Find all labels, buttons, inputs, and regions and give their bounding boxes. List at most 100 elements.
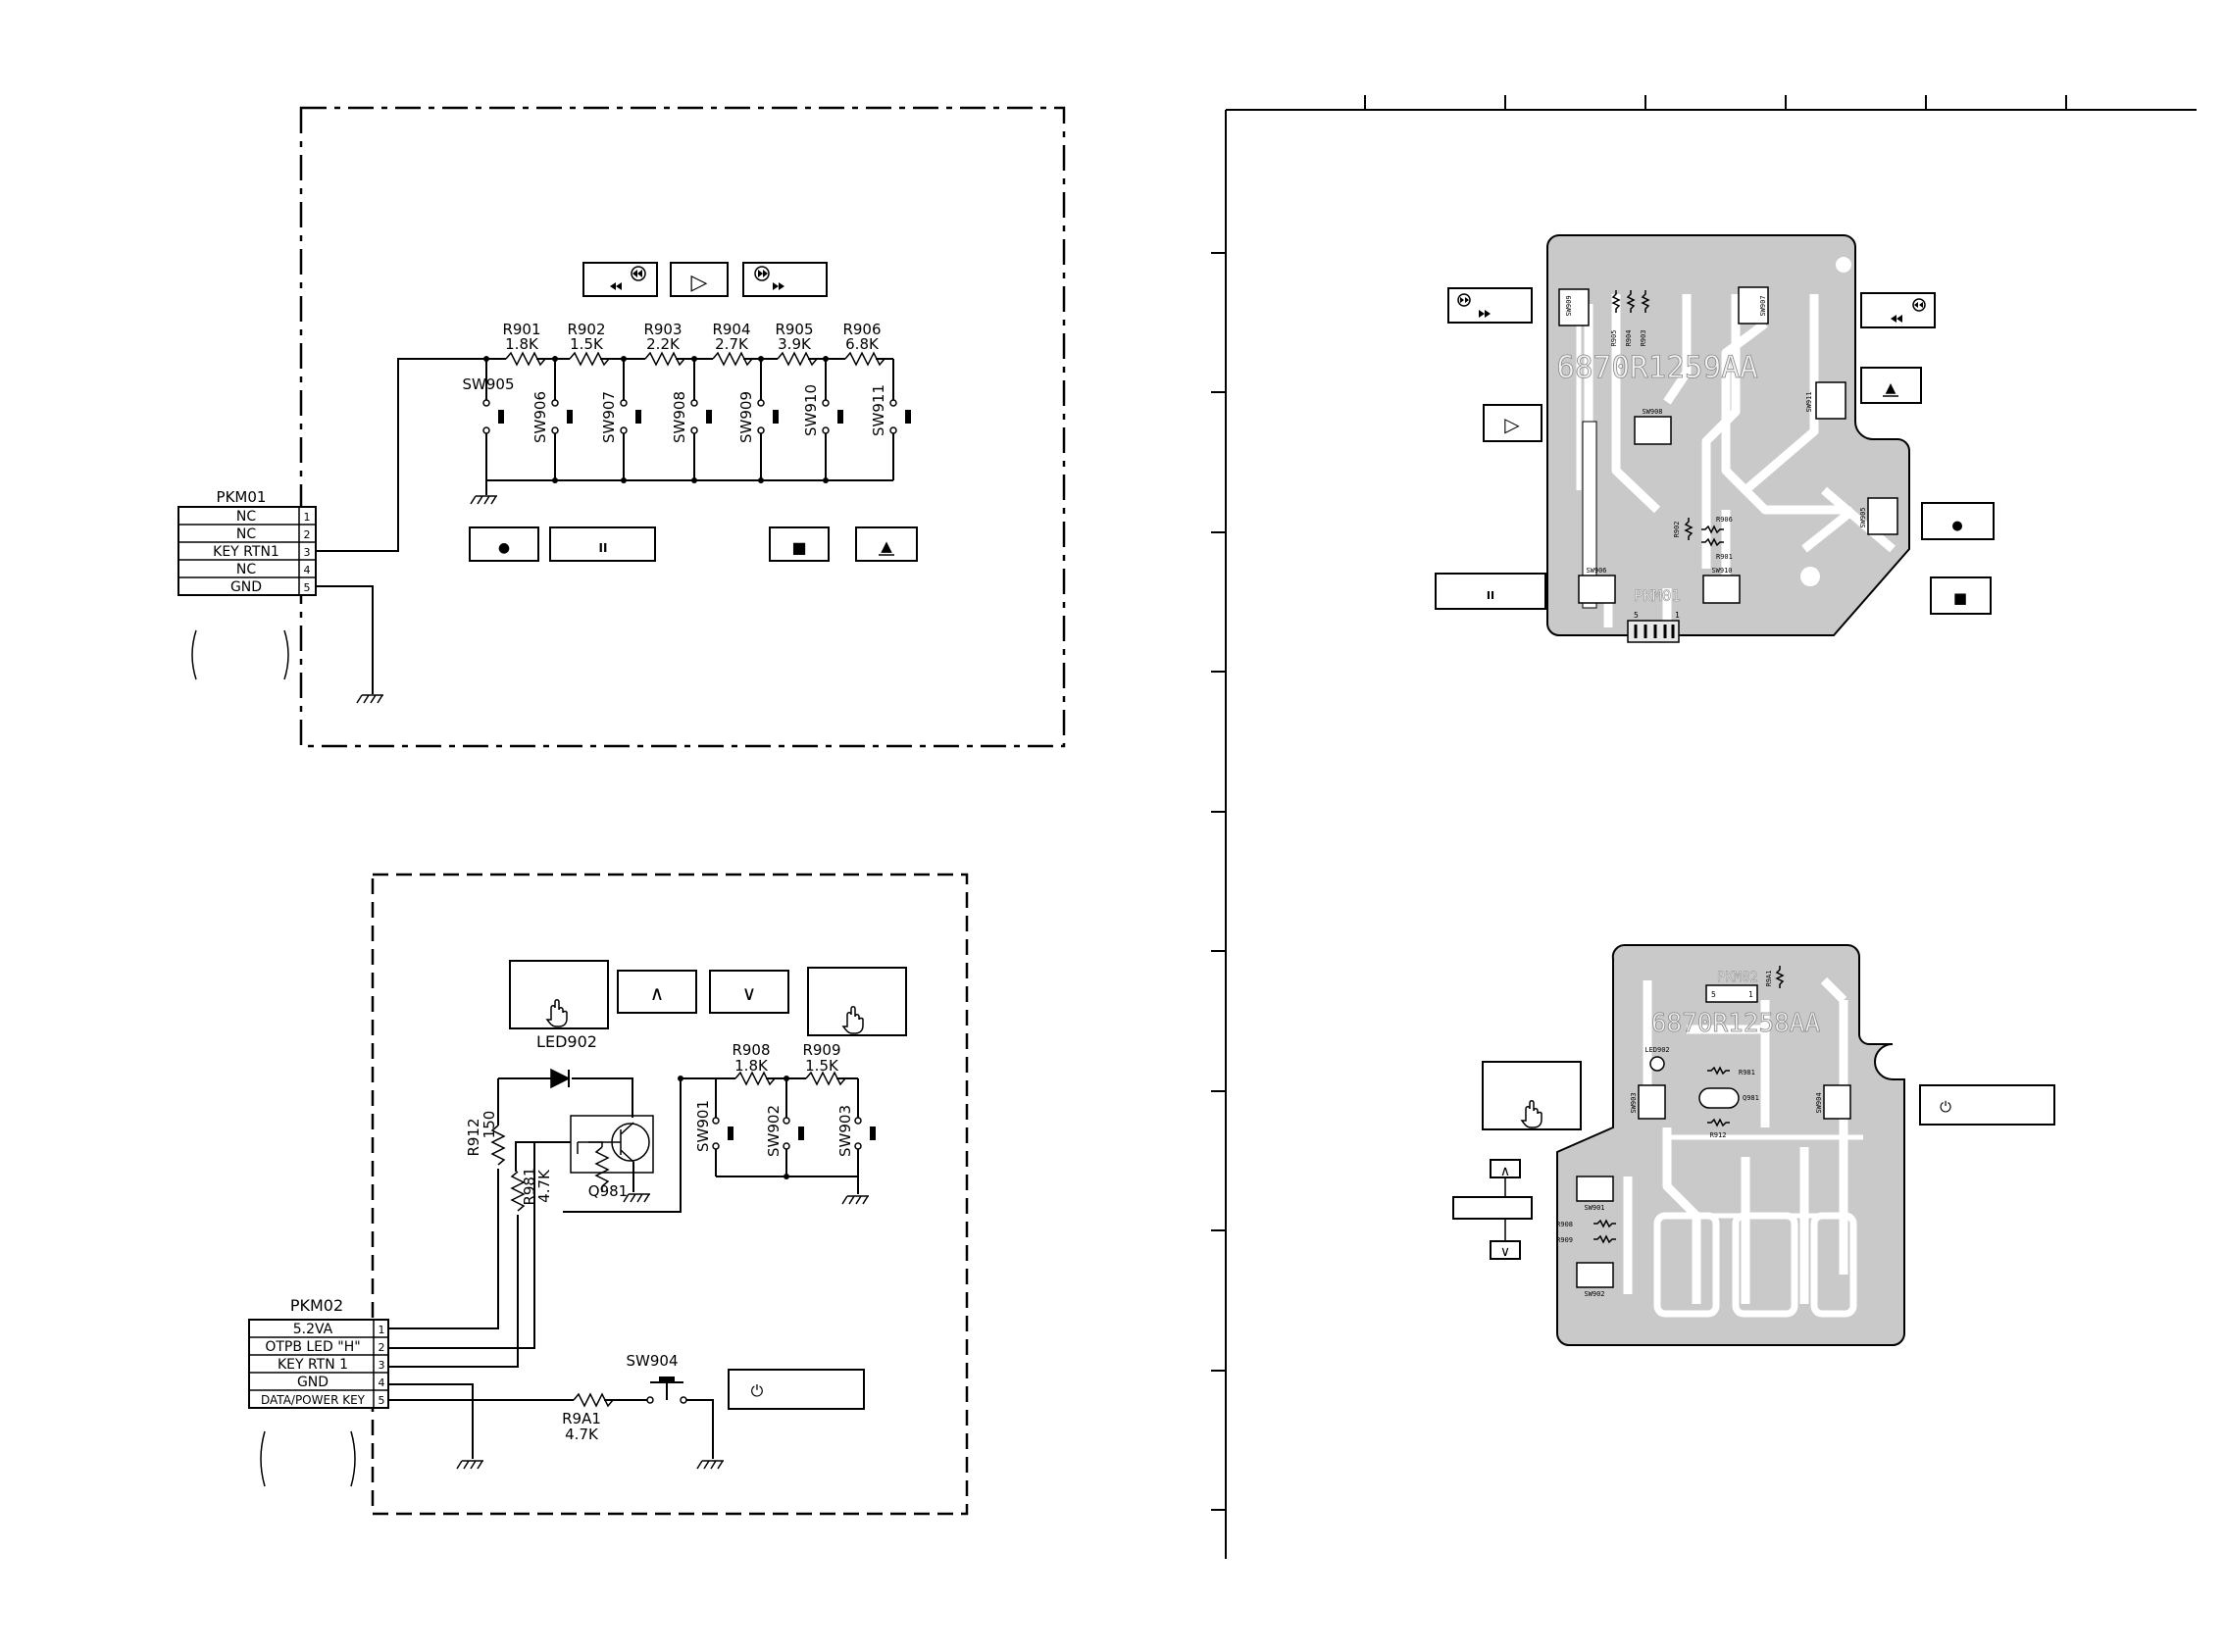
resistor-value: 4.7K (535, 1169, 553, 1203)
led-footprint (1649, 1056, 1665, 1072)
resistor-value: 1.5K (570, 335, 604, 353)
resistor-ref: R909 (802, 1041, 840, 1059)
stop-icon: ■ (791, 538, 806, 557)
key-up-box: ∧ (617, 970, 697, 1014)
pin-number: 2 (379, 1341, 385, 1354)
pin-number: 5 (304, 581, 311, 594)
pin-label: GND (230, 579, 262, 595)
switch-label: SW903 (836, 1105, 854, 1157)
pcb-label: SW910 (1711, 567, 1732, 575)
pcb-label: R904 (1625, 330, 1633, 347)
connector-label: PKM02 (290, 1296, 343, 1315)
pcb-label: R906 (1716, 516, 1733, 524)
pcb-top: 6870R1259AA PKM01 5 1 SW909 R905 R904 R9… (1546, 234, 1910, 643)
switch-label: SW908 (671, 391, 688, 443)
pin-number: 4 (304, 564, 311, 576)
key-hand-box-1 (509, 960, 609, 1029)
pin-label: NC (236, 526, 256, 542)
pin-label: 5.2VA (293, 1322, 333, 1337)
pin-label: GND (297, 1375, 329, 1390)
switch-label: SW910 (802, 384, 820, 436)
pcb-label: Q981 (1743, 1094, 1759, 1102)
resistor-value: 1.8K (734, 1057, 769, 1075)
key-down-box: ∨ (709, 970, 789, 1014)
key-play-box: ▷ (670, 262, 729, 297)
resistor-value: 1.8K (505, 335, 539, 353)
schematic-top: ▷ R901 1.8K R902 1.5K R903 2.2K R904 2.7… (177, 106, 1066, 748)
switch-label: SW907 (600, 391, 618, 443)
resistor-value: 1.5K (805, 1057, 839, 1075)
resistor-ref: R902 (567, 321, 605, 338)
pcb-connector-label: PKM02 (1717, 970, 1758, 985)
resistor-ref: R903 (643, 321, 682, 338)
pcb-label: SW904 (1815, 1092, 1823, 1113)
pause-icon: II (599, 541, 608, 555)
pcb-key-fast-forward (1447, 287, 1533, 324)
pin-label: OTPB LED "H" (265, 1339, 360, 1355)
resistor-value: 6.8K (845, 335, 880, 353)
resistor-ref: R912 (465, 1118, 482, 1156)
pcb-key-record: ● (1921, 502, 1995, 540)
pin-number: 1 (379, 1324, 385, 1336)
pcb-key-eject: ▲ (1860, 367, 1922, 404)
switch-label: SW901 (694, 1100, 712, 1152)
switch-label: SW906 (531, 391, 549, 443)
key-power-box: ⏻ (728, 1369, 865, 1410)
connector-label: PKM01 (217, 488, 267, 506)
key-hand-box-2 (807, 967, 907, 1036)
pin-number: 5 (379, 1394, 385, 1407)
hand-icon (545, 999, 568, 1027)
pcb-label: R9A1 (1765, 971, 1773, 987)
board-outline-bottom (371, 873, 969, 1516)
pcb-key-rewind (1860, 292, 1936, 328)
pin-mark: 5 (1711, 990, 1716, 999)
pin-mark: 1 (1748, 990, 1753, 999)
resistor-value: 4.7K (565, 1426, 599, 1443)
board-outline-top (299, 106, 1066, 748)
key-pause-box: II (549, 526, 656, 562)
pcb-label: R981 (1739, 1069, 1755, 1076)
hand-icon (841, 1006, 864, 1034)
led-label: LED902 (536, 1032, 597, 1051)
resistor-value: 2.7K (715, 335, 749, 353)
pcb-label: R901 (1716, 553, 1733, 561)
pcb-label: R909 (1556, 1236, 1573, 1244)
switch-label: SW904 (627, 1352, 679, 1370)
switch-label: SW909 (737, 391, 755, 443)
pcb-top-keys: ▲ ▷ ● II ■ (1435, 287, 1995, 615)
power-icon: ⏻ (1940, 1098, 1951, 1116)
resistor-value: 2.2K (646, 335, 681, 353)
pcb-connector-label: PKM01 (1634, 586, 1681, 605)
pcb-label: R903 (1640, 330, 1647, 347)
pcb-key-pause: II (1435, 573, 1546, 610)
pause-icon: II (1487, 589, 1494, 602)
stop-icon: ■ (1953, 589, 1967, 607)
pcb-bottom: 6870R1258AA PKM02 5 1 R9A1 LED902 R981 (1556, 943, 1905, 1346)
resistor-ref: R981 (521, 1167, 538, 1205)
pin-label: NC (236, 509, 256, 525)
pcb-label: R908 (1556, 1221, 1573, 1228)
connector-pkm02: 5.2VA OTPB LED "H" KEY RTN 1 GND DATA/PO… (248, 1319, 389, 1409)
schematic-bottom: ∧ ∨ LED902 R912 150 Q981 (248, 873, 969, 1516)
pcb-label: LED902 (1644, 1046, 1669, 1054)
power-icon: ⏻ (751, 1381, 764, 1400)
pcb-key-hand (1482, 1061, 1582, 1130)
pin-label: KEY RTN 1 (278, 1357, 348, 1373)
pin-number: 1 (304, 511, 311, 524)
resistor-ref: R905 (775, 321, 813, 338)
pin-number: 3 (379, 1359, 385, 1372)
down-icon: ∨ (742, 981, 757, 1005)
pcb-label: SW901 (1584, 1204, 1604, 1212)
resistor-value: 3.9K (778, 335, 812, 353)
key-fast-forward-box (742, 262, 828, 297)
pcb-label: SW905 (1859, 507, 1867, 527)
pcb-key-down: ∨ (1490, 1240, 1521, 1260)
switch-label: SW902 (765, 1105, 783, 1157)
key-eject-box: ▲ (855, 526, 918, 562)
resistor-ref: R906 (842, 321, 881, 338)
pcb-key-stop: ■ (1930, 576, 1992, 615)
resistor-ref: R901 (502, 321, 540, 338)
play-icon: ▷ (1504, 413, 1520, 436)
pcb-label: SW902 (1584, 1290, 1604, 1298)
